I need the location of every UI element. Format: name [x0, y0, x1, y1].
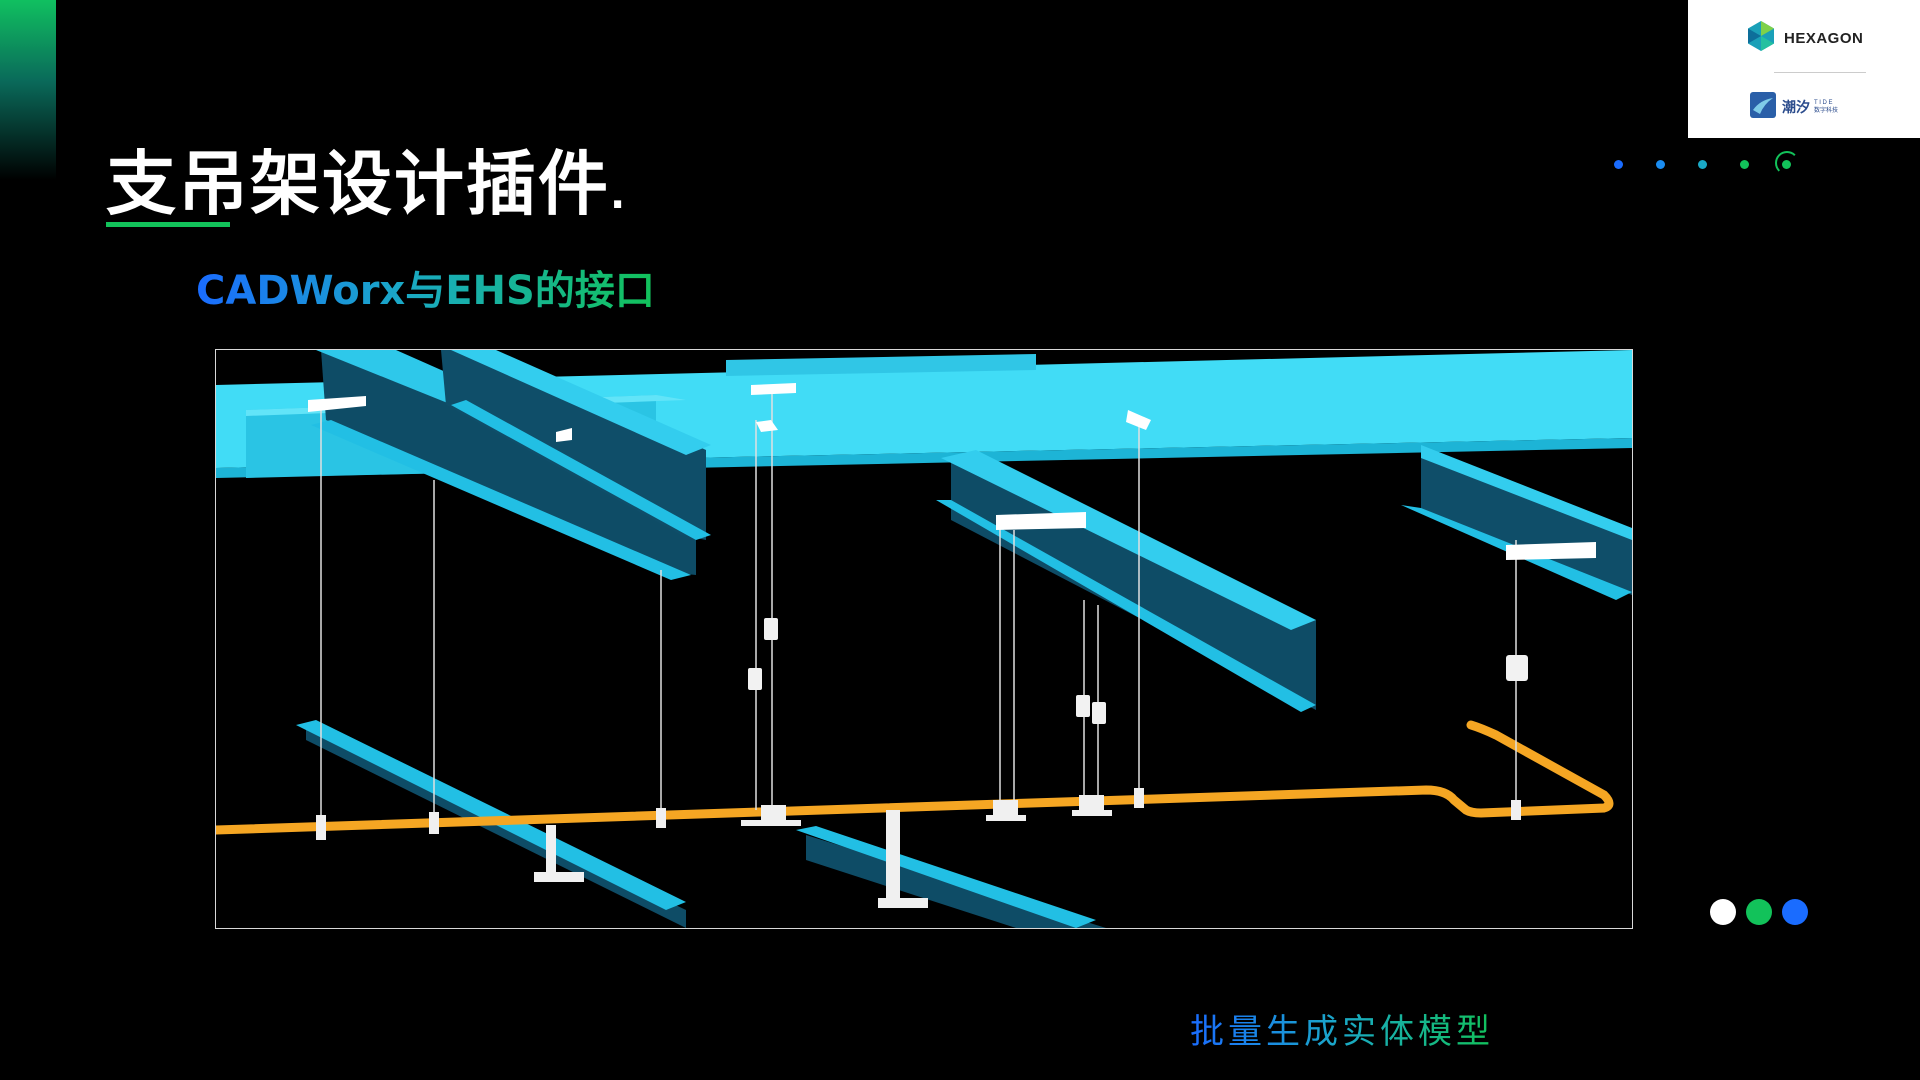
spring-hangers: [748, 618, 1528, 724]
nav-dot-blue[interactable]: [1782, 899, 1808, 925]
hanger-rods: [320, 385, 1517, 825]
page-title: 支吊架设计插件.: [106, 128, 627, 229]
tide-logo-icon: [1750, 92, 1776, 122]
pipe-supports: [316, 788, 1521, 908]
slide-progress-indicator: [1614, 150, 1814, 180]
progress-dot-active-ring: [1775, 151, 1799, 175]
progress-dot: [1614, 160, 1623, 169]
progress-dot-active: [1782, 160, 1791, 169]
progress-dot: [1740, 160, 1749, 169]
nav-dot-white[interactable]: [1710, 899, 1736, 925]
logo-divider: [1774, 72, 1866, 73]
caption-text: 批量生成实体模型: [1190, 1004, 1494, 1053]
tide-logo-text: 潮汐: [1782, 100, 1810, 116]
diag-beam-4: [1421, 450, 1632, 595]
corner-accent-bar: [0, 0, 56, 180]
nav-dot-green[interactable]: [1746, 899, 1772, 925]
tide-logo-sub-top: T I D E: [1814, 100, 1833, 106]
page-title-punct: .: [610, 172, 628, 218]
title-underline: [106, 222, 230, 227]
hexagon-logo-text: HEXAGON: [1784, 29, 1864, 47]
diag-beam-1: [321, 350, 696, 575]
model-render: [216, 350, 1632, 928]
hexagon-logo: HEXAGON: [1746, 20, 1863, 56]
tide-logo-sub: T I D E 数字科技: [1814, 99, 1838, 115]
pipe-line: [216, 720, 1614, 835]
beam-clamps: [308, 383, 1596, 560]
section-subtitle: CADWorx与EHS的接口: [196, 258, 655, 316]
progress-dot: [1656, 160, 1665, 169]
diag-beam-2: [441, 350, 706, 540]
hexagon-logo-icon: [1746, 20, 1776, 56]
cad-viewport: [215, 349, 1633, 929]
beam-cap: [726, 354, 1036, 376]
lower-beam-1: [306, 728, 686, 928]
tide-logo-sub-bottom: 数字科技: [1814, 108, 1839, 114]
page-title-text: 支吊架设计插件: [106, 143, 610, 225]
nav-dots: [1710, 899, 1808, 925]
progress-dot: [1698, 160, 1707, 169]
logo-panel: HEXAGON 潮汐 T I D E 数字科技: [1688, 0, 1920, 138]
diag-beam-3: [951, 460, 1316, 710]
tide-logo: 潮汐 T I D E 数字科技: [1750, 92, 1838, 122]
